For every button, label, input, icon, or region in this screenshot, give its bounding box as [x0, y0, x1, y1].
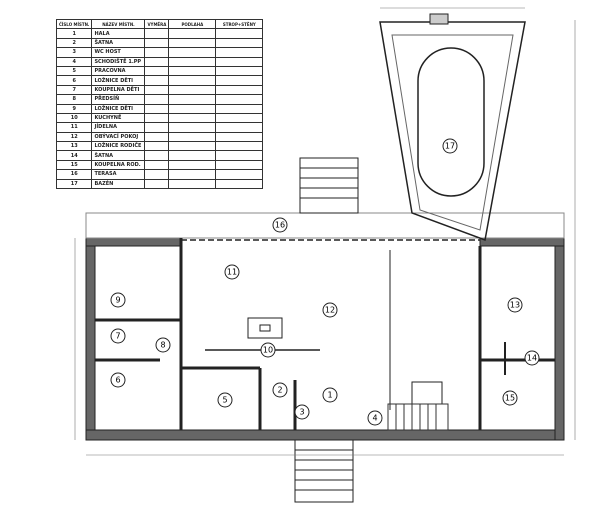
room-label-5: 5: [217, 392, 233, 408]
room-label-9: 9: [110, 292, 126, 308]
room-label-8: 8: [155, 337, 171, 353]
room-label-circle: [507, 297, 523, 313]
table-header-row: ČÍSLO MÍSTN. NÁZEV MÍSTN. VÝMĚRA PODLAHA…: [55, 18, 264, 30]
room-label-10: 10: [260, 342, 276, 358]
room-label-text: 9: [115, 296, 120, 305]
room-label-circle: [110, 328, 126, 344]
room-label-15: 15: [502, 390, 518, 406]
room-label-text: 1: [327, 391, 332, 400]
room-label-text: 15: [505, 394, 515, 403]
room-label-17: 17: [442, 138, 458, 154]
room-label-text: 6: [115, 376, 120, 385]
room-label-text: 13: [510, 301, 520, 310]
room-label-6: 6: [110, 372, 126, 388]
room-label-circle: [442, 138, 458, 154]
room-label-11: 11: [224, 264, 240, 280]
room-label-text: 3: [299, 408, 304, 417]
room-label-13: 13: [507, 297, 523, 313]
exterior-wall-bottom: [85, 429, 565, 441]
terrace-outline: [85, 212, 565, 239]
interior-stairs: [387, 403, 449, 431]
exterior-wall-top-right: [479, 237, 565, 247]
exterior-wall-top-left: [85, 237, 182, 247]
exterior-wall-right: [554, 237, 565, 441]
room-label-text: 5: [222, 396, 227, 405]
room-label-circle: [524, 350, 540, 366]
entrance-stairs: [294, 439, 354, 503]
room-label-circle: [322, 387, 338, 403]
exterior-wall-left: [85, 237, 96, 441]
room-label-1: 1: [322, 387, 338, 403]
room-label-circle: [294, 404, 310, 420]
pool-enclosure: [379, 21, 526, 242]
room-label-circle: [322, 302, 338, 318]
room-label-14: 14: [524, 350, 540, 366]
room-label-text: 17: [445, 142, 455, 151]
room-label-circle: [502, 390, 518, 406]
room-label-text: 11: [227, 268, 237, 277]
room-label-circle: [217, 392, 233, 408]
room-label-2: 2: [272, 382, 288, 398]
room-label-text: 16: [275, 221, 285, 230]
fireplace: [411, 381, 443, 405]
room-label-12: 12: [322, 302, 338, 318]
room-label-circle: [272, 217, 288, 233]
room-label-text: 10: [263, 346, 273, 355]
room-ceiling: [215, 178, 264, 190]
room-label-16: 16: [272, 217, 288, 233]
room-label-text: 12: [325, 306, 335, 315]
room-label-7: 7: [110, 328, 126, 344]
kitchen-island: [247, 317, 283, 339]
room-label-text: 14: [527, 354, 537, 363]
room-name: BAZÉN: [91, 178, 146, 190]
room-label-3: 3: [294, 404, 310, 420]
room-label-circle: [367, 410, 383, 426]
terrace-stairs: [299, 157, 359, 214]
pool-basin: [417, 47, 485, 197]
room-label-circle: [272, 382, 288, 398]
room-label-text: 7: [115, 332, 120, 341]
room-label-text: 8: [160, 341, 165, 350]
room-number: 17: [55, 178, 93, 190]
room-label-circle: [224, 264, 240, 280]
room-label-circle: [110, 372, 126, 388]
room-label-circle: [260, 342, 276, 358]
room-schedule-table: ČÍSLO MÍSTN. NÁZEV MÍSTN. VÝMĚRA PODLAHA…: [55, 18, 264, 190]
room-label-text: 2: [277, 386, 282, 395]
room-label-circle: [155, 337, 171, 353]
room-label-circle: [110, 292, 126, 308]
room-label-text: 4: [372, 414, 377, 423]
room-label-4: 4: [367, 410, 383, 426]
